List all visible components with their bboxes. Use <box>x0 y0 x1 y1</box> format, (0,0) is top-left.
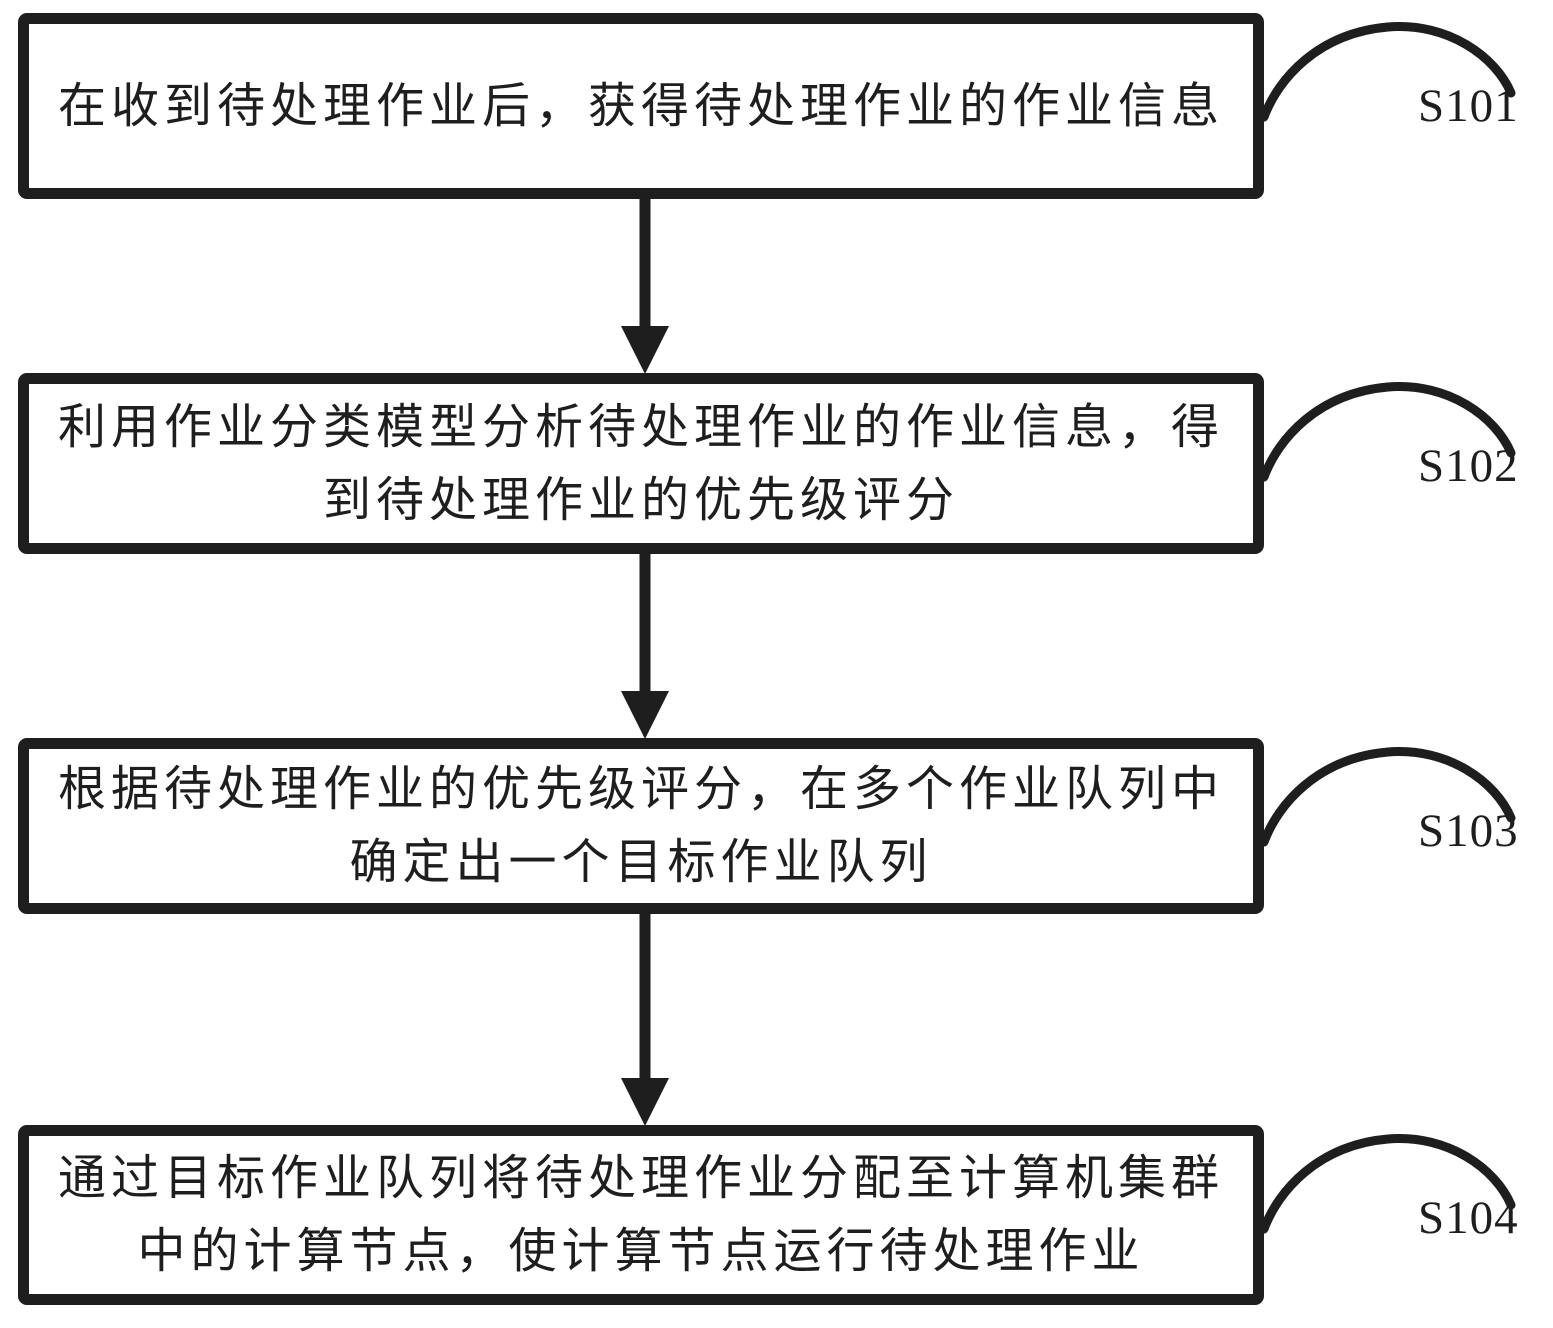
arrow-head <box>621 326 669 374</box>
connector-arc-s101 <box>1259 22 1516 122</box>
step-text-s102: 利用作业分类模型分析待处理作业的作业信息，得到待处理作业的优先级评分 <box>57 398 1224 528</box>
connector-arc-s103 <box>1259 747 1516 847</box>
down-arrow-icon <box>621 552 669 739</box>
step-label-s102: S102 <box>1418 440 1519 492</box>
connector-arc-s102 <box>1259 382 1516 482</box>
down-arrow-icon <box>621 911 669 1126</box>
step-label-s104: S104 <box>1418 1192 1519 1244</box>
step-text-s104: 通过目标作业队列将待处理作业分配至计算机集群中的计算节点，使计算节点运行待处理作… <box>57 1150 1224 1279</box>
step-text-s101: 在收到待处理作业后，获得待处理作业的作业信息 <box>57 77 1224 134</box>
step-box-s104: 通过目标作业队列将待处理作业分配至计算机集群中的计算节点，使计算节点运行待处理作… <box>18 1125 1264 1305</box>
step-box-s101: 在收到待处理作业后，获得待处理作业的作业信息 <box>18 13 1264 199</box>
arrow-head <box>621 1078 669 1126</box>
step-box-s102: 利用作业分类模型分析待处理作业的作业信息，得到待处理作业的优先级评分 <box>18 373 1264 554</box>
step-box-s103: 根据待处理作业的优先级评分，在多个作业队列中确定出一个目标作业队列 <box>18 738 1264 914</box>
down-arrow-icon <box>621 197 669 374</box>
arrow-stem <box>639 911 651 1081</box>
step-label-s101: S101 <box>1418 80 1519 132</box>
step-label-s103: S103 <box>1418 805 1519 857</box>
step-text-s103: 根据待处理作业的优先级评分，在多个作业队列中确定出一个目标作业队列 <box>57 761 1224 890</box>
arrow-head <box>621 691 669 739</box>
arrow-stem <box>639 552 651 694</box>
connector-arc-s104 <box>1259 1134 1516 1234</box>
arrow-stem <box>639 197 651 329</box>
